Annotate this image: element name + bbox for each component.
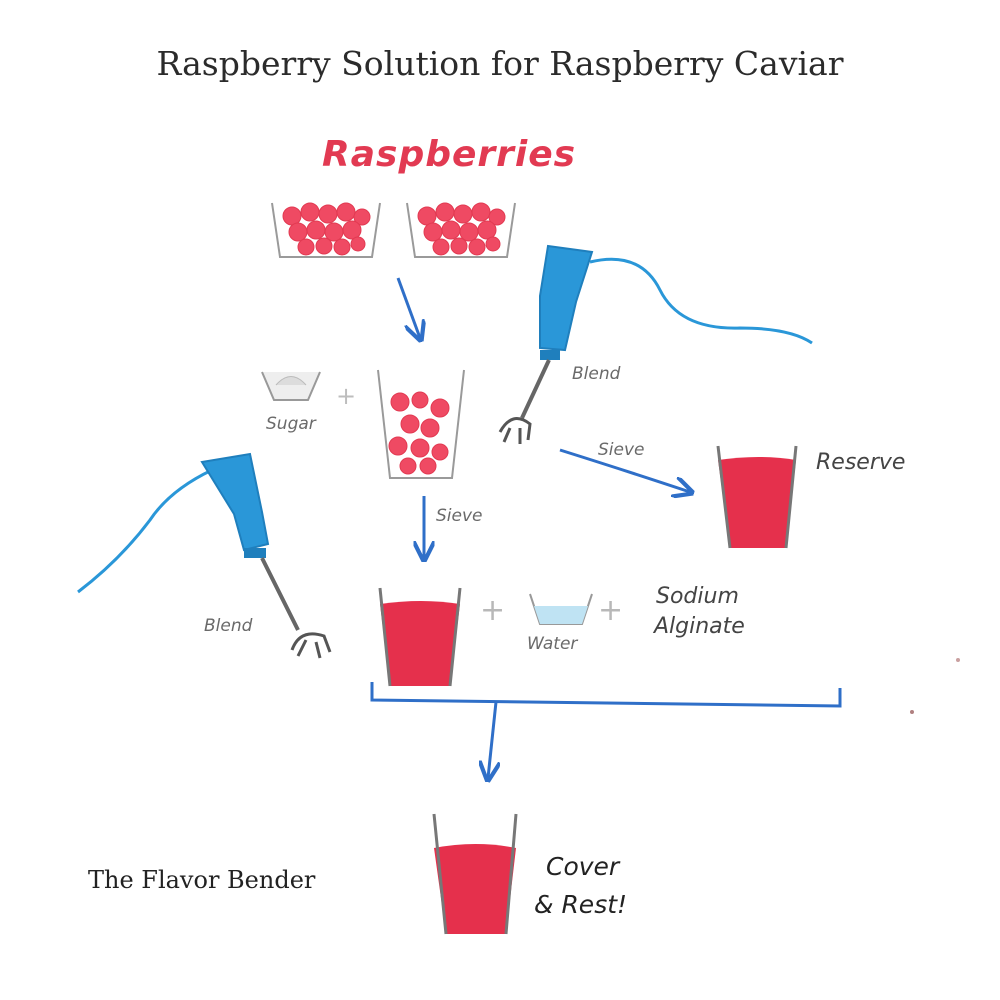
plus-water: + <box>480 593 505 628</box>
reserve-label: Reserve <box>816 450 906 475</box>
raspberry-bowl-right <box>406 202 516 258</box>
immersion-blender-top <box>498 244 813 444</box>
sieve-label-right: Sieve <box>598 440 645 460</box>
sodium-label: Sodium <box>656 584 739 609</box>
raspberries-heading: Raspberries <box>322 134 577 175</box>
sieve-label-down: Sieve <box>436 506 483 526</box>
credit-text: The Flavor Bender <box>88 866 316 894</box>
juice-glass-middle <box>378 587 462 687</box>
glass-with-raspberries <box>377 369 465 479</box>
cover-label: Cover <box>546 852 620 881</box>
arrow-to-final <box>488 701 496 778</box>
rest-label: & Rest! <box>534 890 628 919</box>
diagram-title: Raspberry Solution for Raspberry Caviar <box>156 44 844 83</box>
blend-label-top: Blend <box>572 364 621 384</box>
sugar-bowl <box>261 371 321 401</box>
water-label: Water <box>527 634 578 654</box>
blend-label-left: Blend <box>204 616 253 636</box>
immersion-blender-left <box>77 452 332 659</box>
arrow-to-glass <box>396 277 420 338</box>
arrow-sieve-to-reserve <box>559 448 690 492</box>
reserve-glass <box>716 445 798 549</box>
plus-sugar: + <box>336 382 356 410</box>
alginate-label: Alginate <box>654 614 745 639</box>
water-bowl <box>529 593 593 625</box>
raspberry-bowl-left <box>271 202 381 258</box>
plus-sodium: + <box>598 593 623 628</box>
sugar-label: Sugar <box>266 414 316 434</box>
final-glass <box>432 813 518 935</box>
combine-bracket <box>370 682 842 708</box>
